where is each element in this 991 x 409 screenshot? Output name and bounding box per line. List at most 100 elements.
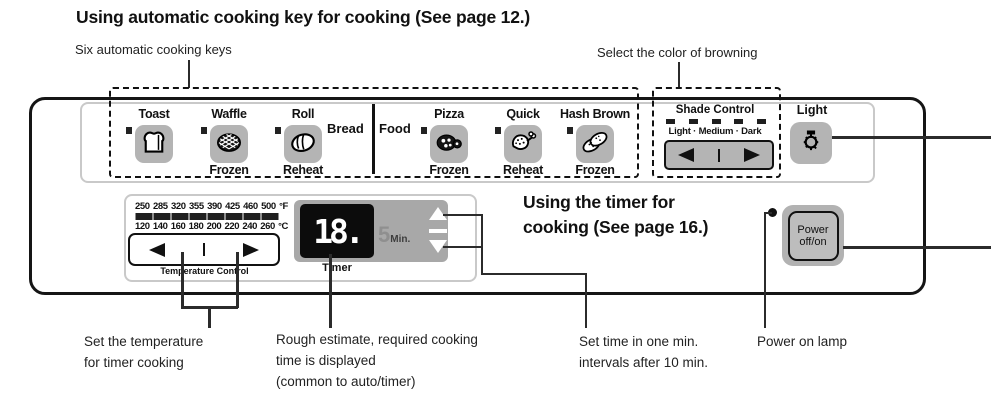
shade-control-rocker[interactable] [664, 140, 774, 170]
shade-lamp [666, 119, 675, 124]
power-button-face[interactable]: Power off/on [787, 210, 839, 261]
shade-lamp [734, 119, 744, 124]
rocker-divider [202, 243, 206, 256]
f-tick: 250 [135, 201, 150, 212]
f-tick: 355 [189, 201, 204, 212]
shade-lamp [688, 119, 698, 124]
keys-row-bezel [80, 102, 875, 183]
note-line: intervals after 10 min. [579, 355, 709, 370]
food-group-label: Food [379, 121, 411, 136]
callout-line [678, 62, 680, 88]
temp-up-arrow-icon[interactable] [243, 242, 260, 257]
power-button[interactable]: Power off/on [782, 205, 844, 266]
power-lamp-note: Power on lamp [757, 334, 848, 349]
timer-estimate: 5 Min. [378, 224, 410, 246]
browning-callout-label: Select the color of browning [597, 45, 758, 60]
set-temperature-note: Set the temperature for timer cooking [84, 331, 203, 373]
c-tick: 140 [152, 221, 168, 232]
light-key-label: Light [796, 103, 828, 117]
temp-segment [172, 213, 188, 220]
temp-segment [226, 213, 242, 220]
toast-indicator-lamp [126, 127, 132, 134]
c-tick: 160 [170, 221, 186, 232]
note-line: Set the temperature [84, 334, 204, 349]
temp-callout-line [208, 308, 211, 328]
quick-key-label: Quick [506, 107, 540, 121]
hashbrown-key-label: Hash Brown [560, 107, 630, 121]
quick-key[interactable] [504, 125, 542, 163]
shade-lamp [711, 119, 721, 124]
rough-estimate-note: Rough estimate, required cooking time is… [276, 329, 478, 392]
shade-levels-label: Light · Medium · Dark [668, 126, 762, 137]
temp-segment [208, 213, 224, 220]
waffle-indicator-lamp [201, 127, 207, 134]
temp-segment [190, 213, 206, 220]
temperature-segment-lamps [135, 213, 279, 220]
shade-control-title: Shade Control [675, 104, 755, 116]
roll-key[interactable] [284, 125, 322, 163]
waffle-key-sublabel: Frozen [209, 163, 249, 177]
arrows-callout-line [443, 214, 483, 216]
estimate-digit: 5 [378, 222, 391, 247]
c-tick: 200 [206, 221, 222, 232]
toast-key[interactable] [135, 125, 173, 163]
temp-down-arrow-icon[interactable] [148, 242, 165, 257]
temp-callout-line [181, 252, 184, 308]
note-line: (common to auto/timer) [276, 374, 416, 389]
light-callout-line [832, 136, 991, 139]
waffle-key[interactable] [210, 125, 248, 163]
page-title: Using automatic cooking key for cooking … [76, 7, 531, 27]
power-callout-line [843, 246, 991, 249]
temp-segment [136, 213, 152, 220]
hashbrown-icon [580, 127, 610, 162]
roll-icon [288, 127, 318, 162]
shade-lighter-arrow-icon[interactable] [677, 148, 694, 162]
note-line: time is displayed [276, 353, 376, 368]
note-line: Set time in one min. [579, 334, 699, 349]
c-tick: 260 [260, 221, 275, 232]
quick-indicator-lamp [495, 127, 501, 134]
timer-up-arrow-icon[interactable] [429, 207, 447, 220]
timer-heading-line2: cooking (See page 16.) [523, 217, 709, 237]
light-key[interactable] [790, 122, 832, 164]
shade-dashed-outline [652, 87, 781, 178]
timer-heading-line1: Using the timer for [523, 192, 675, 212]
toast-key-label: Toast [138, 107, 170, 121]
roll-key-label: Roll [291, 107, 315, 121]
pizza-key[interactable] [430, 125, 468, 163]
six-keys-dashed-outline [109, 87, 639, 178]
note-line: Rough estimate, required cooking [276, 332, 478, 347]
set-time-note: Set time in one min. intervals after 10 … [579, 331, 708, 373]
arrows-callout-line [443, 246, 483, 248]
waffle-key-label: Waffle [211, 107, 247, 121]
timer-down-arrow-icon[interactable] [429, 240, 447, 253]
c-tick: 120 [135, 221, 150, 232]
rocker-divider [717, 148, 721, 162]
f-tick: 320 [171, 201, 186, 212]
pizza-key-sublabel: Frozen [429, 163, 469, 177]
estimate-unit: Min. [390, 234, 411, 245]
pizza-icon [434, 127, 464, 162]
c-tick: 180 [188, 221, 204, 232]
drumstick-icon [508, 127, 538, 162]
f-tick: 285 [153, 201, 168, 212]
arrows-callout-line [481, 273, 587, 275]
f-tick: 500 [261, 201, 276, 212]
power-label-line2: off/on [799, 235, 827, 248]
f-tick: 460 [243, 201, 258, 212]
temperature-control-label: Temperature Control [160, 266, 249, 276]
c-tick: 240 [242, 221, 257, 232]
arrows-callout-line [585, 273, 587, 328]
temp-timer-bezel [124, 194, 477, 282]
temperature-control-rocker[interactable] [128, 233, 280, 266]
timer-arrow-divider [429, 229, 447, 233]
toast-icon [139, 127, 169, 162]
timer-display: 18. [300, 204, 374, 258]
timer-section-heading: Using the timer for cooking (See page 16… [523, 190, 708, 240]
pizza-indicator-lamp [421, 127, 427, 134]
shade-darker-arrow-icon[interactable] [744, 148, 761, 162]
hashbrown-key[interactable] [576, 125, 614, 163]
